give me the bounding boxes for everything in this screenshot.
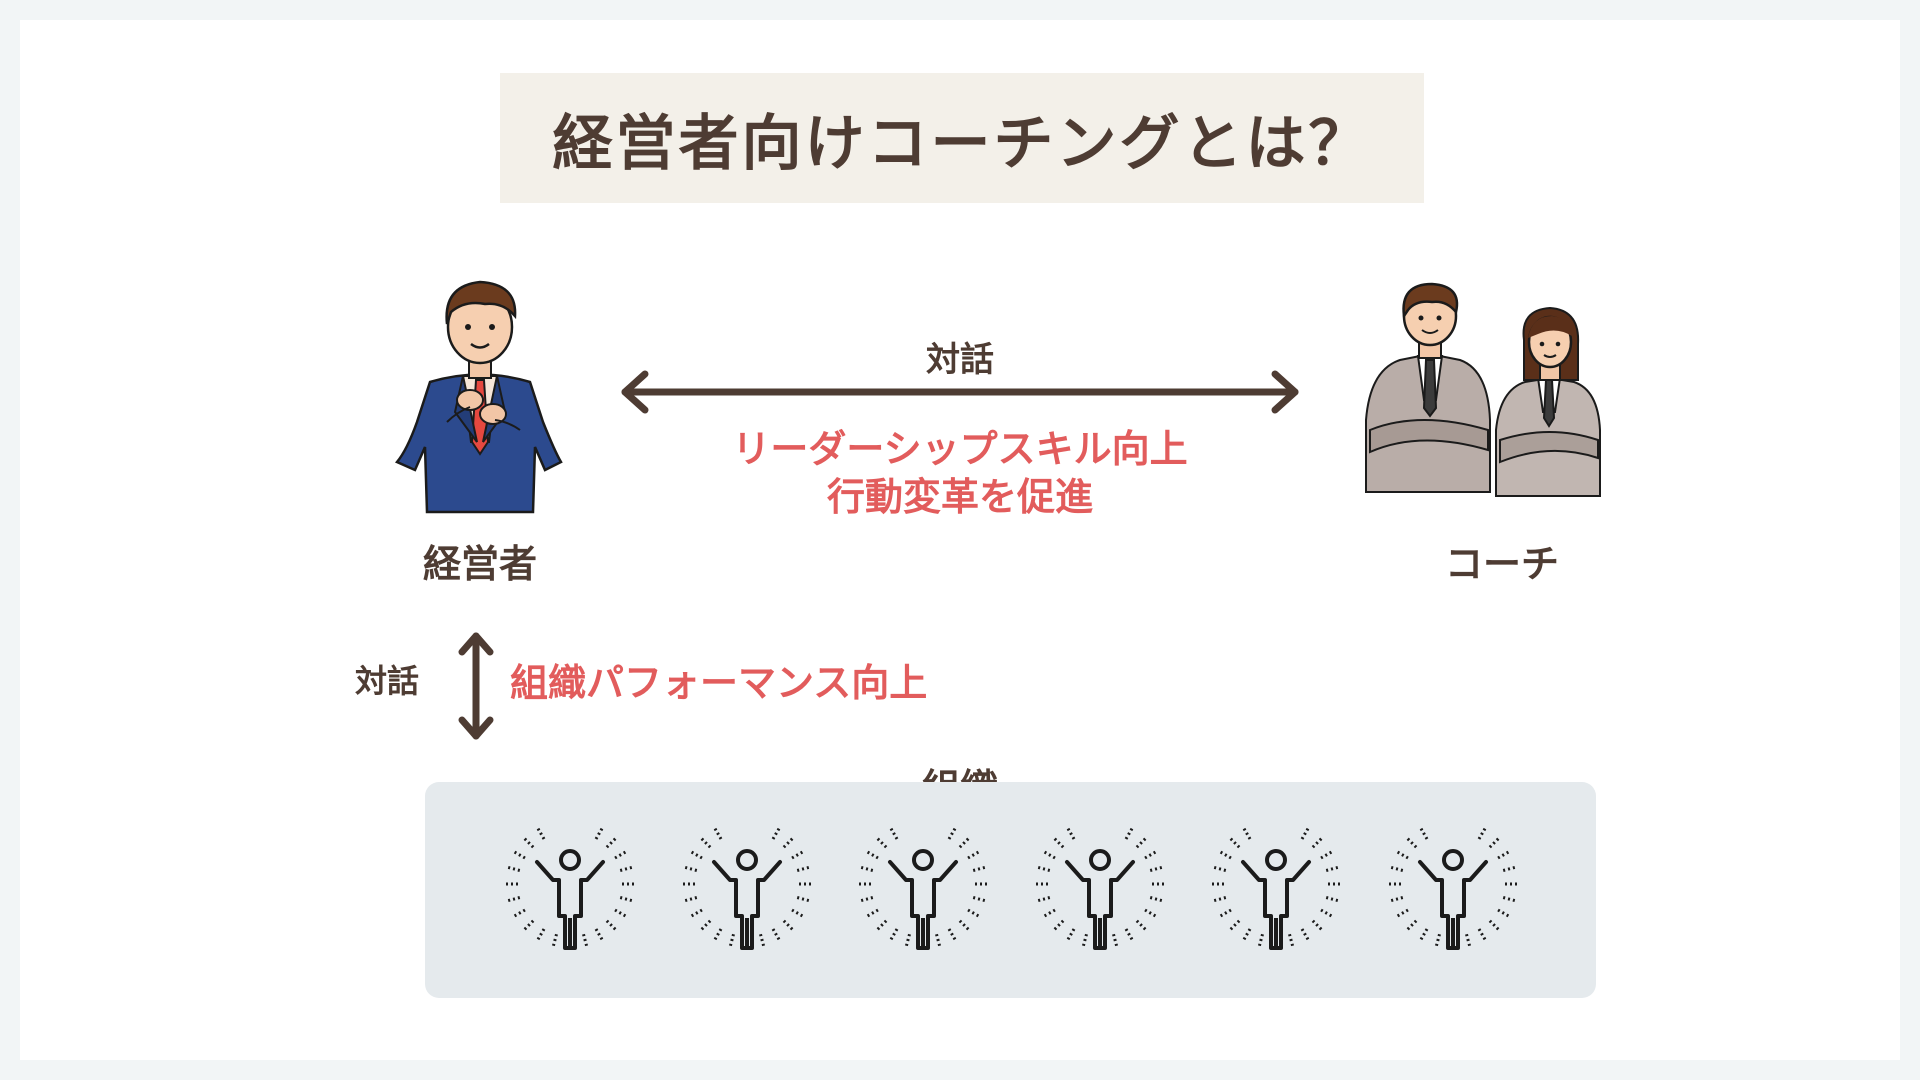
double-arrow-horizontal-icon [621, 370, 1299, 414]
cheering-person-icon [1210, 826, 1342, 950]
effect-behavior-change: 行動変革を促進 [826, 475, 1093, 519]
effect-org-performance: 組織パフォーマンス向上 [510, 661, 928, 705]
cheering-person-icon [680, 826, 813, 950]
double-arrow-vertical-icon [458, 632, 494, 740]
page-title: 経営者向けコーチングとは？ [552, 108, 1372, 179]
coaches-pair-icon [1365, 282, 1601, 497]
cheering-person-icon [1033, 826, 1166, 950]
title-banner: 経営者向けコーチングとは？ [500, 73, 1424, 203]
businessman-icon [394, 280, 563, 514]
cheering-person-icon [504, 826, 636, 950]
dialogue-label-vertical: 対話 [355, 662, 420, 700]
cheering-person-icon [857, 826, 989, 950]
effect-leadership: リーダーシップスキル向上 [732, 427, 1188, 471]
coach-label: コーチ [1444, 542, 1559, 586]
dialogue-label-horizontal: 対話 [926, 340, 994, 380]
executive-label: 経営者 [422, 542, 537, 586]
cheering-person-icon [1386, 826, 1519, 950]
organization-box [425, 782, 1596, 998]
